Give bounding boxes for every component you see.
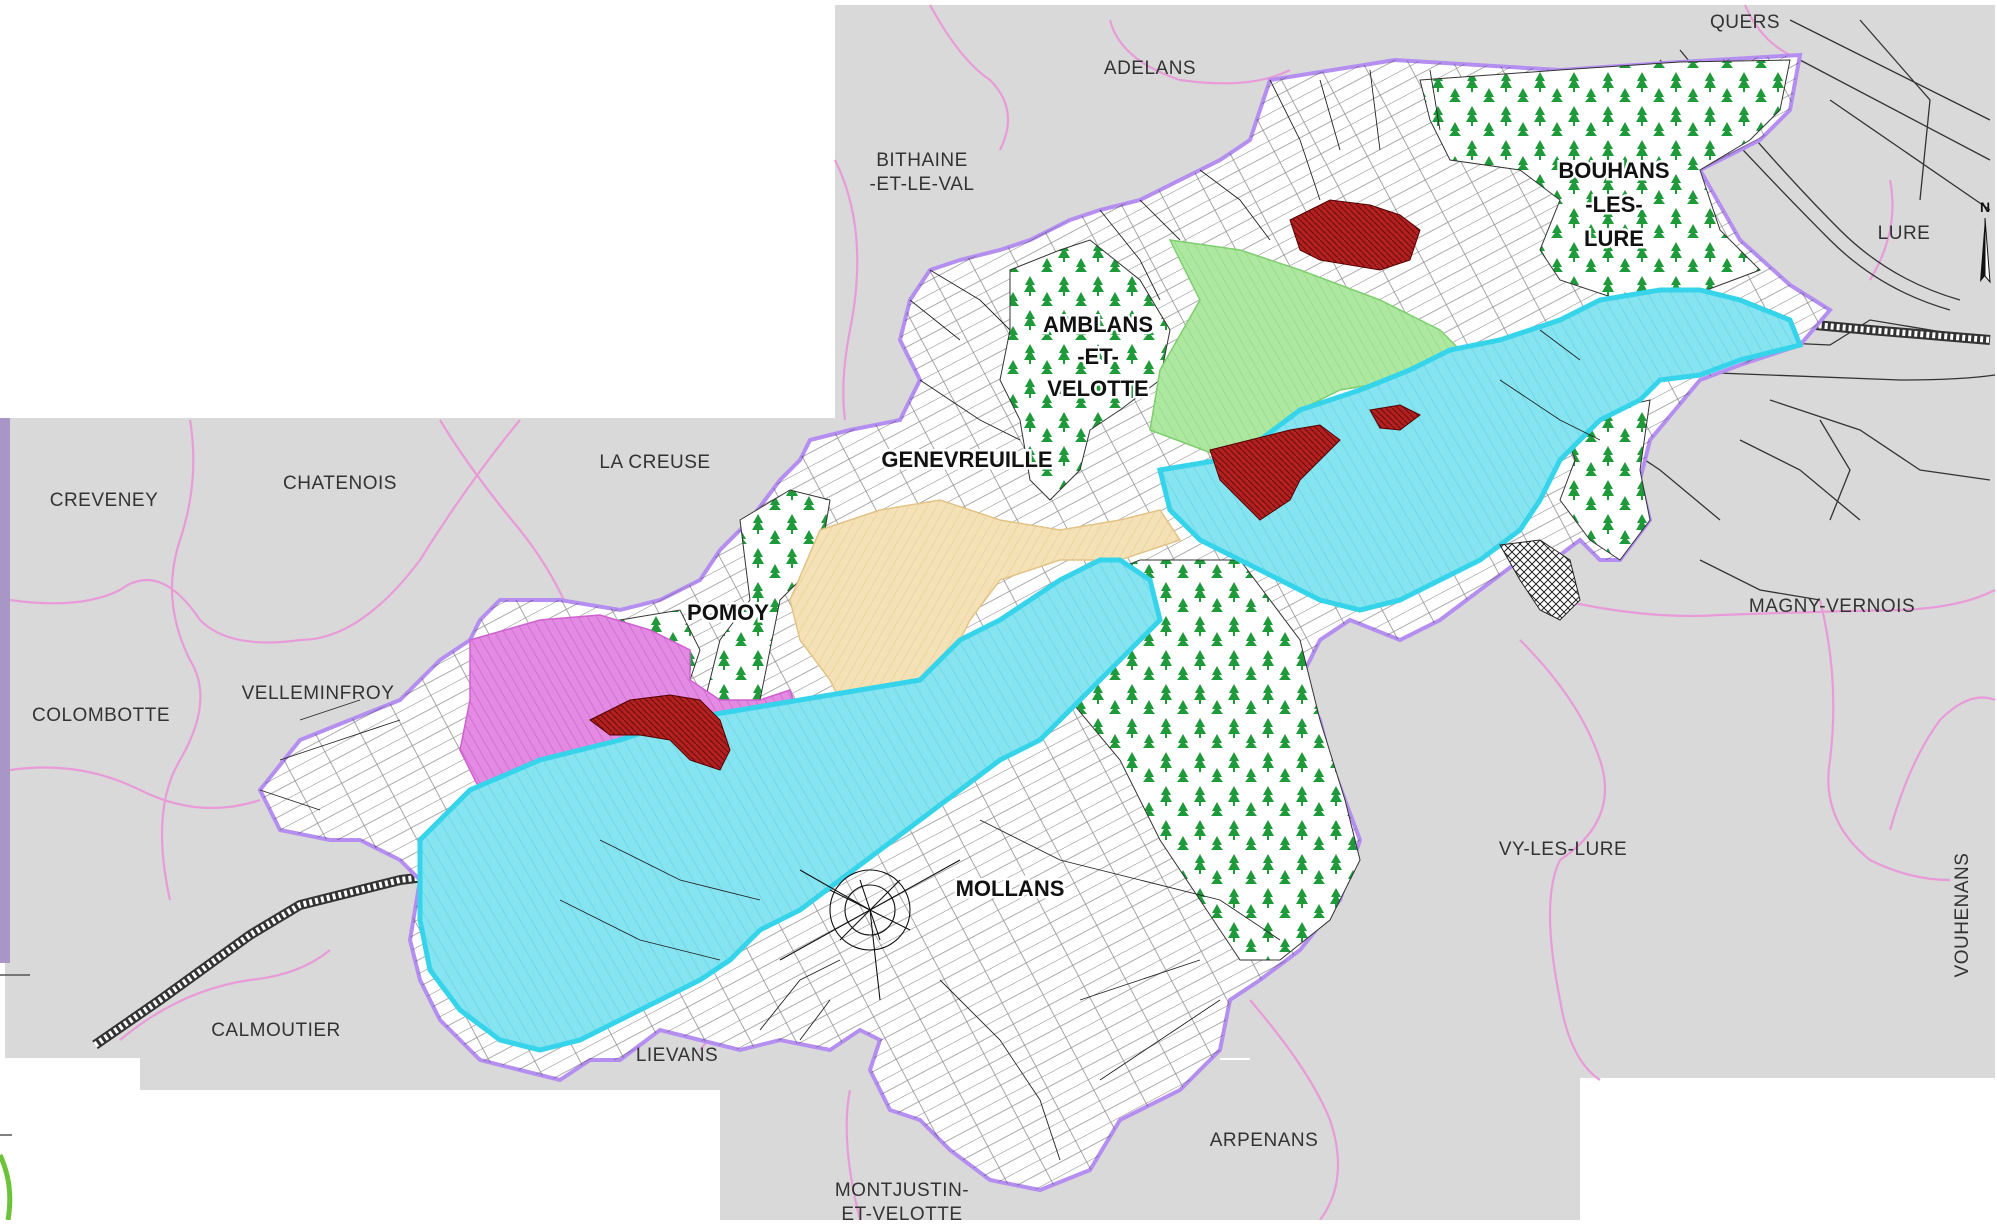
label-vouhenans: VOUHENANS — [1952, 853, 1973, 978]
label-montjustin-1: MONTJUSTIN- — [835, 1180, 969, 1201]
label-velleminfroy: VELLEMINFROY — [242, 683, 395, 704]
label-amblans-3: VELOTTE — [1047, 376, 1148, 401]
page-edge-decoration — [0, 418, 30, 1221]
label-quers: QUERS — [1710, 12, 1780, 33]
label-amblans-1: AMBLANS — [1043, 312, 1153, 337]
svg-text:N: N — [1980, 199, 1990, 215]
label-la-creuse: LA CREUSE — [599, 452, 710, 473]
label-mollans: MOLLANS — [956, 876, 1065, 901]
north-arrow: N — [1980, 199, 1991, 284]
agricultural-zone-green — [1149, 239, 1462, 461]
label-magny-vernois: MAGNY-VERNOIS — [1749, 596, 1915, 617]
quarry-block — [1499, 539, 1581, 621]
label-vy-les-lure: VY-LES-LURE — [1499, 839, 1627, 860]
label-bithaine-1: BITHAINE — [876, 150, 968, 171]
outer-commune-labels: QUERS ADELANS BITHAINE -ET-LE-VAL LURE C… — [32, 12, 1973, 1225]
label-calmoutier: CALMOUTIER — [211, 1020, 341, 1041]
label-bithaine-2: -ET-LE-VAL — [870, 174, 975, 195]
parcel-network — [259, 69, 1601, 1161]
label-lievans: LIEVANS — [636, 1045, 718, 1066]
inner-commune-labels: BOUHANS -LES- LURE AMBLANS -ET- VELOTTE … — [685, 156, 1673, 904]
label-lure: LURE — [1878, 223, 1931, 244]
mollans-village — [779, 859, 961, 1001]
label-genevreuille: GENEVREUILLE — [881, 447, 1052, 472]
label-adelans: ADELANS — [1104, 58, 1196, 79]
label-colombotte: COLOMBOTTE — [32, 705, 170, 726]
urban-areas — [589, 199, 1421, 771]
label-creveney: CREVENEY — [50, 490, 159, 511]
label-pomoy: POMOY — [687, 600, 769, 625]
label-arpenans: ARPENANS — [1210, 1130, 1319, 1151]
label-bouhans-3: LURE — [1584, 226, 1644, 251]
flood-zones — [417, 287, 1804, 1053]
label-montjustin-2: ET-VELOTTE — [841, 1204, 962, 1220]
label-chatenois: CHATENOIS — [283, 473, 397, 494]
label-bouhans-1: BOUHANS — [1558, 158, 1669, 183]
label-bouhans-2: -LES- — [1585, 192, 1642, 217]
label-amblans-2: -ET- — [1077, 344, 1119, 369]
